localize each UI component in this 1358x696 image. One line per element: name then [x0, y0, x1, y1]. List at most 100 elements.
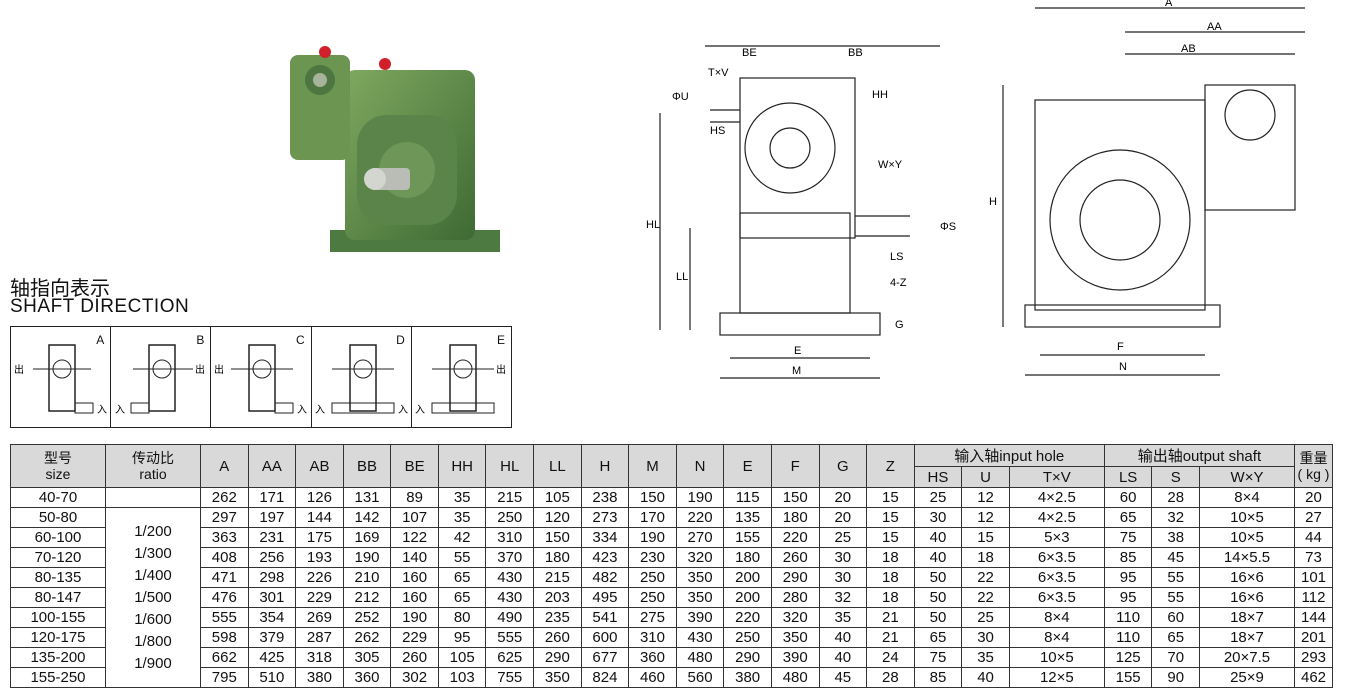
dim-bb: BB: [848, 47, 863, 59]
value-cell: 379: [247, 627, 297, 648]
value-cell: 360: [342, 667, 392, 688]
value-cell: 65: [437, 567, 487, 588]
value-cell: 10×5: [1008, 647, 1105, 668]
value-cell: 471: [200, 567, 249, 588]
value-cell: 89: [390, 487, 439, 508]
value-cell: 180: [533, 547, 582, 568]
svg-text:出: 出: [496, 363, 506, 376]
dim-a: A: [1165, 0, 1173, 9]
value-cell: 14×5.5: [1199, 547, 1295, 568]
value-cell: 334: [580, 527, 630, 548]
value-cell: 10×5: [1199, 527, 1295, 548]
value-cell: 482: [580, 567, 630, 588]
out-label: 出: [14, 363, 24, 376]
panel-letter: E: [497, 333, 506, 347]
panel-letter: D: [396, 333, 405, 347]
dim-wxy: W×Y: [878, 159, 903, 171]
value-cell: 16×6: [1199, 567, 1295, 588]
value-cell: 103: [437, 667, 487, 688]
size-cell: 100-155: [10, 607, 106, 628]
value-cell: 65: [913, 627, 963, 648]
gearbox-product-photo: [290, 46, 500, 252]
value-cell: 6×3.5: [1008, 567, 1105, 588]
value-cell: 40: [913, 547, 963, 568]
value-cell: 363: [200, 527, 249, 548]
value-cell: 160: [390, 587, 439, 608]
size-cell: 80-135: [10, 567, 106, 588]
value-cell: 18: [866, 587, 915, 608]
shaft-panel-e: E 入 出: [412, 327, 511, 427]
header-col: BE: [390, 444, 439, 488]
value-cell: 18: [866, 547, 915, 568]
shaft-diagram-b-icon: 入 出: [115, 344, 205, 416]
value-cell: 350: [675, 567, 725, 588]
value-cell: 273: [580, 507, 630, 528]
ratio-value: 1/300: [134, 544, 172, 562]
value-cell: 320: [770, 607, 820, 628]
shaft-direction-panels: A 出 入 B 入 出 C 出 入 D: [10, 326, 512, 428]
value-cell: 260: [390, 647, 439, 668]
value-cell: 140: [390, 547, 439, 568]
value-cell: 250: [628, 587, 677, 608]
value-cell: 105: [533, 487, 582, 508]
size-cell: 70-120: [10, 547, 106, 568]
value-cell: 269: [295, 607, 344, 628]
value-cell: 20: [1294, 487, 1333, 508]
value-cell: 423: [580, 547, 630, 568]
value-cell: 28: [1151, 487, 1200, 508]
value-cell: 190: [390, 607, 439, 628]
header-input-col: HS: [913, 466, 963, 488]
dim-txv: T×V: [708, 67, 729, 79]
value-cell: 360: [628, 647, 677, 668]
value-cell: 238: [580, 487, 630, 508]
shaft-panel-a: A 出 入: [11, 327, 112, 427]
value-cell: 150: [770, 487, 820, 508]
value-cell: 215: [533, 567, 582, 588]
value-cell: 170: [628, 507, 677, 528]
shaft-panel-c: C 出 入: [211, 327, 312, 427]
value-cell: 25: [913, 487, 963, 508]
value-cell: 490: [485, 607, 535, 628]
value-cell: 677: [580, 647, 630, 668]
value-cell: 230: [628, 547, 677, 568]
dim-g: G: [895, 319, 904, 331]
value-cell: 600: [580, 627, 630, 648]
value-cell: 287: [295, 627, 344, 648]
value-cell: 80: [437, 607, 487, 628]
header-output-group: 输出轴output shaft: [1103, 444, 1296, 467]
value-cell: 180: [770, 507, 820, 528]
ratio-value: 1/900: [134, 654, 172, 672]
dim-u: ΦU: [672, 91, 689, 103]
value-cell: 229: [390, 627, 439, 648]
value-cell: 131: [342, 487, 392, 508]
size-cell: 155-250: [10, 667, 106, 688]
value-cell: 290: [770, 567, 820, 588]
value-cell: 70: [1151, 647, 1200, 668]
value-cell: 795: [200, 667, 249, 688]
value-cell: 45: [1151, 547, 1200, 568]
value-cell: 430: [485, 587, 535, 608]
header-col: A: [200, 444, 249, 488]
header-input-col: T×V: [1008, 466, 1105, 488]
value-cell: 20×7.5: [1199, 647, 1295, 668]
value-cell: 305: [342, 647, 392, 668]
value-cell: 21: [866, 607, 915, 628]
value-cell: 24: [866, 647, 915, 668]
value-cell: 231: [247, 527, 297, 548]
ratio-value: 1/200: [134, 522, 172, 540]
value-cell: 229: [295, 587, 344, 608]
dim-s: ΦS: [940, 221, 956, 233]
value-cell: 350: [533, 667, 582, 688]
value-cell: 18×7: [1199, 627, 1295, 648]
value-cell: 6×3.5: [1008, 587, 1105, 608]
value-cell: 275: [628, 607, 677, 628]
value-cell: 476: [200, 587, 249, 608]
value-cell: 50: [913, 587, 963, 608]
